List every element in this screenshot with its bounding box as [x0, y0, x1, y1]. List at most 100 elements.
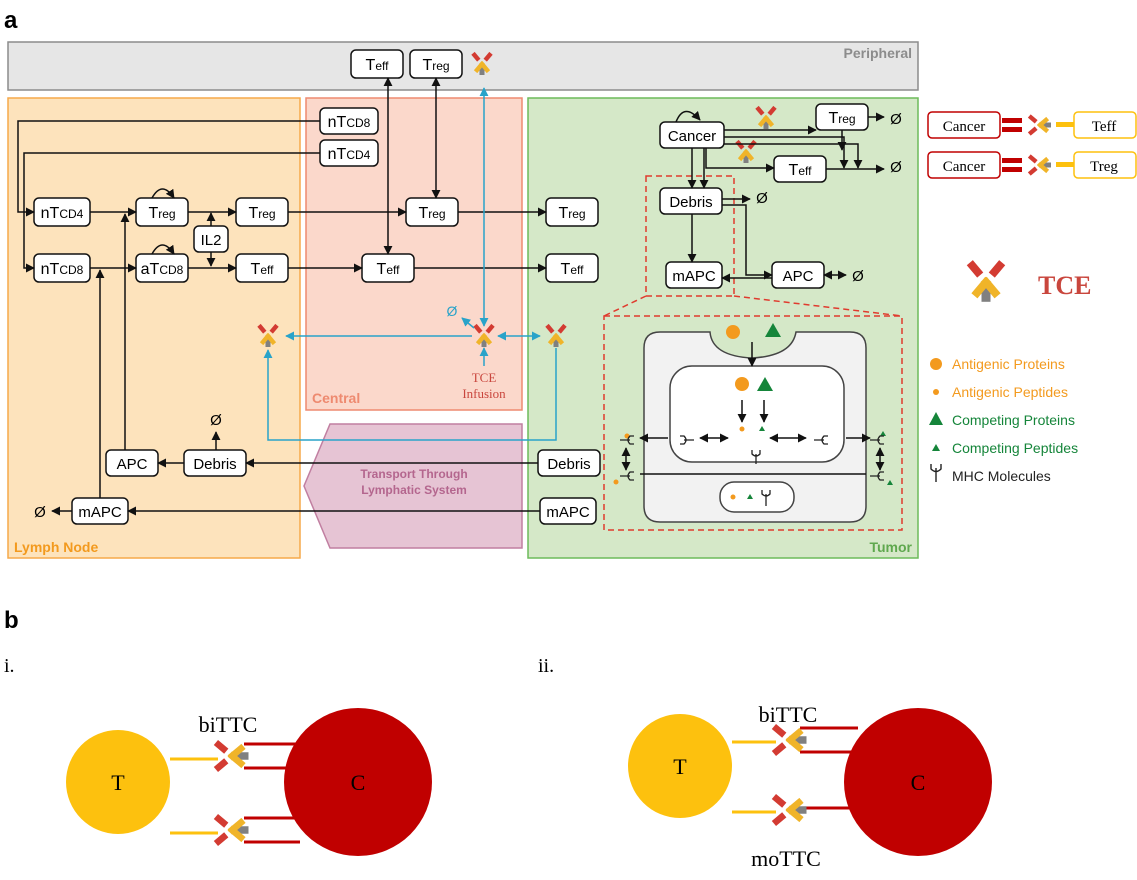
legend-complex-cancer-teff: Cancer Teff	[928, 112, 1136, 138]
node-il2: IL2	[194, 226, 228, 252]
panel-b-label: b	[4, 607, 19, 634]
node-treg-central: Treg	[406, 198, 458, 226]
node-ntcd8-central: nTCD8	[320, 108, 378, 134]
t-cell-label-ii: T	[673, 754, 687, 779]
svg-text:nTCD8: nTCD8	[328, 114, 371, 131]
node-debris-tumor-out: Debris	[538, 450, 600, 476]
tumor-label: Tumor	[869, 539, 912, 555]
legend-marker-antigenic-peptides	[933, 389, 939, 395]
node-teff-lymph: Teff	[236, 254, 288, 282]
endosome-compartment	[670, 366, 844, 462]
legend-label-mhc: MHC Molecules	[952, 468, 1051, 484]
null-mapc-lymph: Ø	[34, 504, 46, 521]
bittc-label-ii: biTTC	[759, 702, 818, 727]
svg-text:Teff: Teff	[561, 261, 585, 278]
central-label: Central	[312, 390, 360, 406]
legend-complex-cancer-treg: Cancer Treg	[928, 152, 1136, 178]
legend-marker-competing-peptides	[932, 444, 940, 451]
antigenic-protein-marker	[726, 325, 740, 339]
null-treg-tumor: Ø	[890, 111, 902, 128]
legend-label-antigenic-peptides: Antigenic Peptides	[952, 384, 1068, 400]
infusion-line2: Infusion	[462, 386, 506, 401]
svg-text:Debris: Debris	[547, 456, 590, 473]
antigenic-peptide-released	[614, 480, 619, 485]
legend-marker-antigenic-proteins	[930, 358, 942, 370]
node-teff-tumor: Teff	[774, 156, 826, 182]
transport-label-line1: Transport Through	[360, 467, 467, 481]
svg-text:APC: APC	[117, 456, 148, 473]
null-teff-tumor: Ø	[890, 159, 902, 176]
node-debris-lymph: Debris	[184, 450, 246, 476]
node-ntcd4-central: nTCD4	[320, 140, 378, 166]
svg-text:mAPC: mAPC	[672, 268, 716, 285]
svg-text:Treg: Treg	[1090, 159, 1118, 175]
node-treg-tumor-out: Treg	[546, 198, 598, 226]
antigenic-protein-endosome	[735, 377, 749, 391]
legend-marker-mhc	[931, 464, 941, 482]
svg-text:Debris: Debris	[669, 194, 712, 211]
svg-text:mAPC: mAPC	[78, 504, 122, 521]
svg-text:Treg: Treg	[148, 205, 175, 222]
cancer-cell-label-ii: C	[911, 770, 926, 795]
node-apc-tumor: APC	[772, 262, 824, 288]
null-debris-tumor: Ø	[756, 190, 768, 207]
transport-label-line2: Lymphatic System	[361, 483, 467, 497]
svg-text:Treg: Treg	[558, 205, 585, 222]
svg-text:nTCD4: nTCD4	[41, 205, 84, 222]
svg-text:Treg: Treg	[422, 57, 449, 74]
tce-legend-label: TCE	[1038, 271, 1091, 300]
bittc-i-upper-icon	[214, 740, 249, 772]
legend-label-competing-peptides: Competing Peptides	[952, 440, 1078, 456]
svg-text:nTCD4: nTCD4	[328, 146, 371, 163]
null-debris-lymph: Ø	[210, 412, 222, 429]
svg-text:Teff: Teff	[789, 162, 813, 179]
node-teff-tumor-out: Teff	[546, 254, 598, 282]
legend-label-antigenic-proteins: Antigenic Proteins	[952, 356, 1065, 372]
peripheral-compartment	[8, 42, 918, 90]
svg-text:Teff: Teff	[251, 261, 275, 278]
panel-a-label: a	[4, 7, 18, 34]
svg-text:Cancer: Cancer	[943, 159, 985, 175]
sub-label-i: i.	[4, 655, 15, 677]
node-mapc-tumor: mAPC	[666, 262, 722, 288]
cancer-cell-label-i: C	[351, 770, 366, 795]
svg-text:Cancer: Cancer	[943, 119, 985, 135]
svg-text:IL2: IL2	[201, 232, 222, 249]
svg-text:Treg: Treg	[248, 205, 275, 222]
bittc-label-i: biTTC	[199, 712, 258, 737]
svg-text:Treg: Treg	[418, 205, 445, 222]
legend-marker-competing-proteins	[929, 412, 943, 425]
node-debris-tumor: Debris	[660, 188, 722, 214]
node-mapc-lymph: mAPC	[72, 498, 128, 524]
lymph-node-compartment	[8, 98, 300, 558]
node-treg-tumor: Treg	[816, 104, 868, 130]
node-cancer-tumor: Cancer	[660, 122, 724, 148]
node-ntcd8-lymph: nTCD8	[34, 254, 90, 282]
null-apc-tumor: Ø	[852, 268, 864, 285]
peripheral-label: Peripheral	[844, 45, 912, 61]
lymph-node-label: Lymph Node	[14, 539, 98, 555]
mottc-ii-icon	[772, 794, 807, 826]
bittc-i-lower-icon	[214, 814, 249, 846]
null-tce-central: Ø	[447, 303, 458, 319]
node-treg-lymph-1: Treg	[136, 198, 188, 226]
node-apc-lymph: APC	[106, 450, 158, 476]
antigenic-peptide-vesicle	[731, 495, 736, 500]
antigenic-peptide-endosome	[740, 427, 745, 432]
node-teff-peripheral: Teff	[351, 50, 403, 78]
node-treg-peripheral: Treg	[410, 50, 462, 78]
svg-text:Cancer: Cancer	[668, 128, 716, 145]
svg-text:nTCD8: nTCD8	[41, 261, 84, 278]
legend-label-competing-proteins: Competing Proteins	[952, 412, 1075, 428]
node-ntcd4-lymph: nTCD4	[34, 198, 90, 226]
node-treg-lymph-2: Treg	[236, 198, 288, 226]
sub-label-ii: ii.	[538, 655, 554, 677]
node-teff-central: Teff	[362, 254, 414, 282]
node-atcd8-lymph: aTCD8	[136, 254, 188, 282]
svg-text:Teff: Teff	[377, 261, 401, 278]
svg-text:Debris: Debris	[193, 456, 236, 473]
svg-text:Teff: Teff	[1092, 119, 1117, 135]
svg-text:aTCD8: aTCD8	[141, 261, 184, 278]
tce-legend-icon	[967, 260, 1005, 302]
